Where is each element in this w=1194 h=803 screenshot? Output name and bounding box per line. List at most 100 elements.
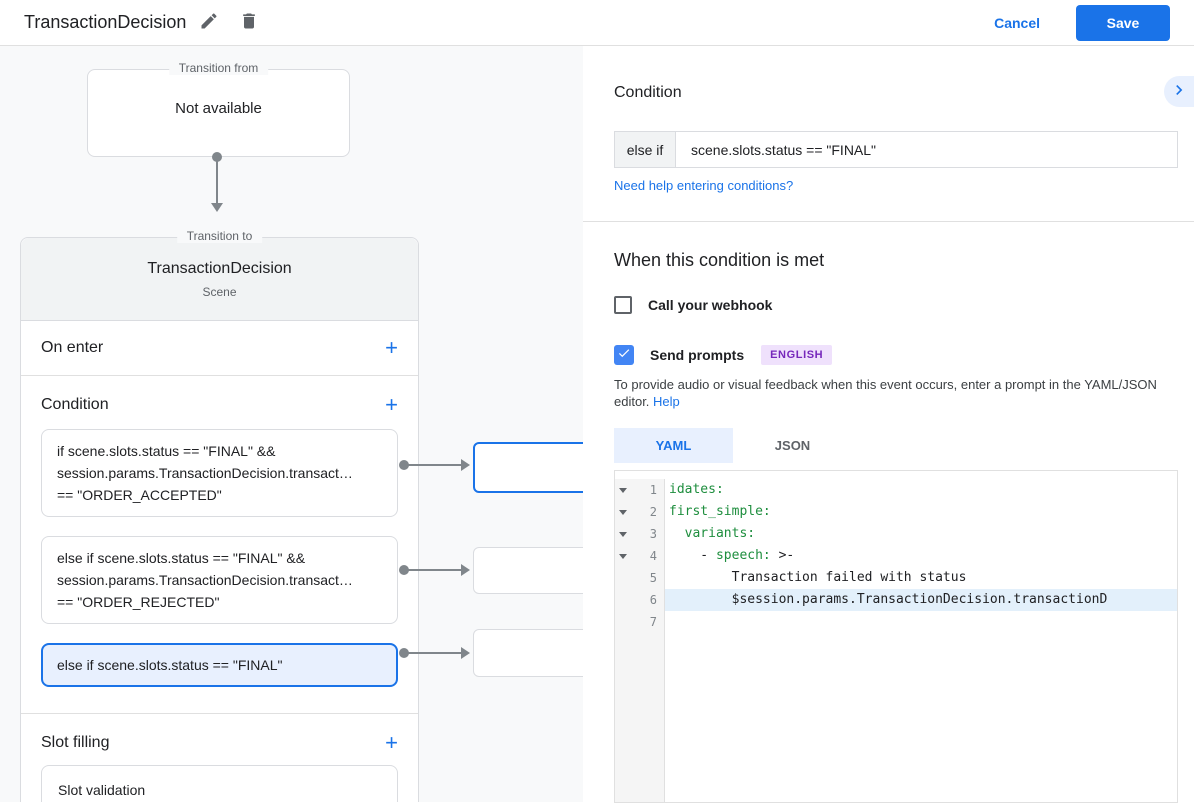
help-link[interactable]: Help	[653, 394, 680, 409]
line-number: 7	[649, 615, 657, 629]
condition-editor-panel: Condition else if scene.slots.status == …	[583, 46, 1194, 803]
editor-hint: To provide audio or visual feedback when…	[614, 376, 1180, 410]
add-on-enter-button[interactable]: +	[385, 335, 398, 360]
code-line[interactable]: 3 variants:	[615, 523, 1177, 545]
editor-gutter: 7	[615, 611, 665, 633]
condition-card-line: session.params.TransactionDecision.trans…	[57, 465, 353, 481]
condition-prefix: else if	[615, 132, 676, 167]
fold-arrow-icon[interactable]	[615, 509, 631, 515]
fold-arrow-icon[interactable]	[615, 553, 631, 559]
connector-line	[404, 464, 461, 466]
transition-to-card: Transition to TransactionDecision Scene …	[20, 229, 419, 802]
code-line[interactable]: 4 - speech: >-	[615, 545, 1177, 567]
send-prompts-label: Send prompts	[650, 347, 745, 363]
code-line-content: variants:	[684, 526, 756, 541]
flow-canvas: Transition from Not available Transition…	[0, 46, 583, 802]
editor-gutter: 2	[615, 501, 665, 523]
panel-divider	[583, 221, 1194, 222]
transition-from-content: Not available	[175, 99, 262, 117]
condition-card-line: if scene.slots.status == "FINAL" &&	[57, 443, 276, 459]
code-line[interactable]: 7	[615, 611, 1177, 633]
condition-card[interactable]: if scene.slots.status == "FINAL" && sessi…	[41, 429, 398, 517]
editor-gutter: 3	[615, 523, 665, 545]
condition-card-list: if scene.slots.status == "FINAL" && sessi…	[41, 429, 398, 687]
add-condition-button[interactable]: +	[385, 392, 398, 417]
scene-subtitle: Scene	[202, 284, 237, 299]
pencil-icon	[199, 11, 219, 34]
edit-button[interactable]	[192, 6, 226, 40]
fold-arrow-icon[interactable]	[615, 487, 631, 493]
save-button[interactable]: Save	[1076, 4, 1170, 41]
send-prompts-row[interactable]: Send prompts ENGLISH	[614, 345, 833, 365]
editor-gutter	[615, 633, 665, 802]
slot-filling-section: Slot filling + Slot validation	[21, 713, 418, 802]
webhook-checkbox[interactable]	[614, 296, 632, 314]
line-number: 6	[649, 593, 657, 607]
condition-card-line: == "ORDER_ACCEPTED"	[57, 487, 222, 503]
transition-target-box[interactable]	[473, 629, 583, 677]
editor-tabs: YAML JSON	[614, 428, 852, 463]
code-line-content: first_simple:	[669, 504, 771, 519]
cancel-button[interactable]: Cancel	[994, 14, 1040, 31]
arrow-right-icon	[461, 647, 470, 659]
connector-line	[216, 157, 218, 204]
arrow-right-icon	[461, 564, 470, 576]
code-line[interactable]: 2 first_simple:	[615, 501, 1177, 523]
trash-icon	[239, 11, 259, 34]
tab-json[interactable]: JSON	[774, 438, 811, 453]
send-prompts-checkbox[interactable]	[614, 345, 634, 365]
delete-button[interactable]	[232, 6, 266, 40]
code-line-content: idates:	[669, 482, 724, 497]
transition-target-box[interactable]	[473, 547, 583, 594]
connector-line	[404, 569, 461, 571]
webhook-label: Call your webhook	[648, 297, 773, 313]
editor-hint-text: To provide audio or visual feedback when…	[614, 377, 1157, 409]
top-bar: TransactionDecision Cancel Save	[0, 0, 1194, 46]
condition-section: Condition + if scene.slots.status == "FI…	[21, 376, 418, 713]
line-number: 5	[649, 571, 657, 585]
call-webhook-row[interactable]: Call your webhook	[614, 296, 772, 314]
transition-to-legend: Transition to	[176, 229, 263, 243]
code-line-content: Transaction failed with status	[669, 570, 967, 585]
on-enter-section: On enter +	[21, 321, 418, 376]
transition-from-legend: Transition from	[168, 61, 269, 75]
condition-heading: Condition	[614, 84, 682, 101]
page-title: TransactionDecision	[24, 12, 187, 32]
code-line[interactable]: 6 $session.params.TransactionDecision.tr…	[615, 589, 1177, 611]
condition-card-line: else if scene.slots.status == "FINAL"	[57, 657, 283, 673]
code-line[interactable]: 1 idates:	[615, 479, 1177, 501]
line-number: 4	[649, 549, 657, 563]
slot-validation-card[interactable]: Slot validation	[41, 765, 398, 802]
on-enter-label: On enter	[41, 339, 104, 356]
language-badge: ENGLISH	[761, 345, 833, 365]
connector-line	[404, 652, 461, 654]
tab-yaml[interactable]: YAML	[614, 428, 733, 463]
scene-header: TransactionDecision Scene	[21, 238, 418, 321]
condition-card-line: else if scene.slots.status == "FINAL" &&	[57, 550, 306, 566]
editor-gutter: 5	[615, 567, 665, 589]
chevron-right-icon	[1169, 80, 1189, 103]
line-number: 3	[649, 527, 657, 541]
scene-title: TransactionDecision	[147, 259, 292, 277]
fold-arrow-icon[interactable]	[615, 531, 631, 537]
condition-input[interactable]: else if scene.slots.status == "FINAL"	[614, 131, 1178, 168]
collapse-panel-button[interactable]	[1164, 76, 1194, 107]
condition-card-line: == "ORDER_REJECTED"	[57, 594, 220, 610]
transition-from-box[interactable]: Transition from Not available	[87, 61, 350, 157]
condition-card[interactable]: else if scene.slots.status == "FINAL"	[41, 643, 398, 687]
arrow-down-icon	[211, 203, 223, 212]
condition-value[interactable]: scene.slots.status == "FINAL"	[691, 141, 877, 158]
transition-target-box[interactable]	[473, 442, 583, 493]
condition-card-line: session.params.TransactionDecision.trans…	[57, 572, 353, 588]
add-slot-button[interactable]: +	[385, 730, 398, 755]
condition-card[interactable]: else if scene.slots.status == "FINAL" &&…	[41, 536, 398, 624]
line-number: 2	[649, 505, 657, 519]
code-line-content	[665, 611, 1177, 633]
conditions-help-link[interactable]: Need help entering conditions?	[614, 178, 794, 193]
checkmark-icon	[617, 346, 631, 365]
line-number: 1	[649, 483, 657, 497]
editor-gutter: 1	[615, 479, 665, 501]
when-condition-heading: When this condition is met	[614, 250, 825, 270]
code-line[interactable]: 5 Transaction failed with status	[615, 567, 1177, 589]
